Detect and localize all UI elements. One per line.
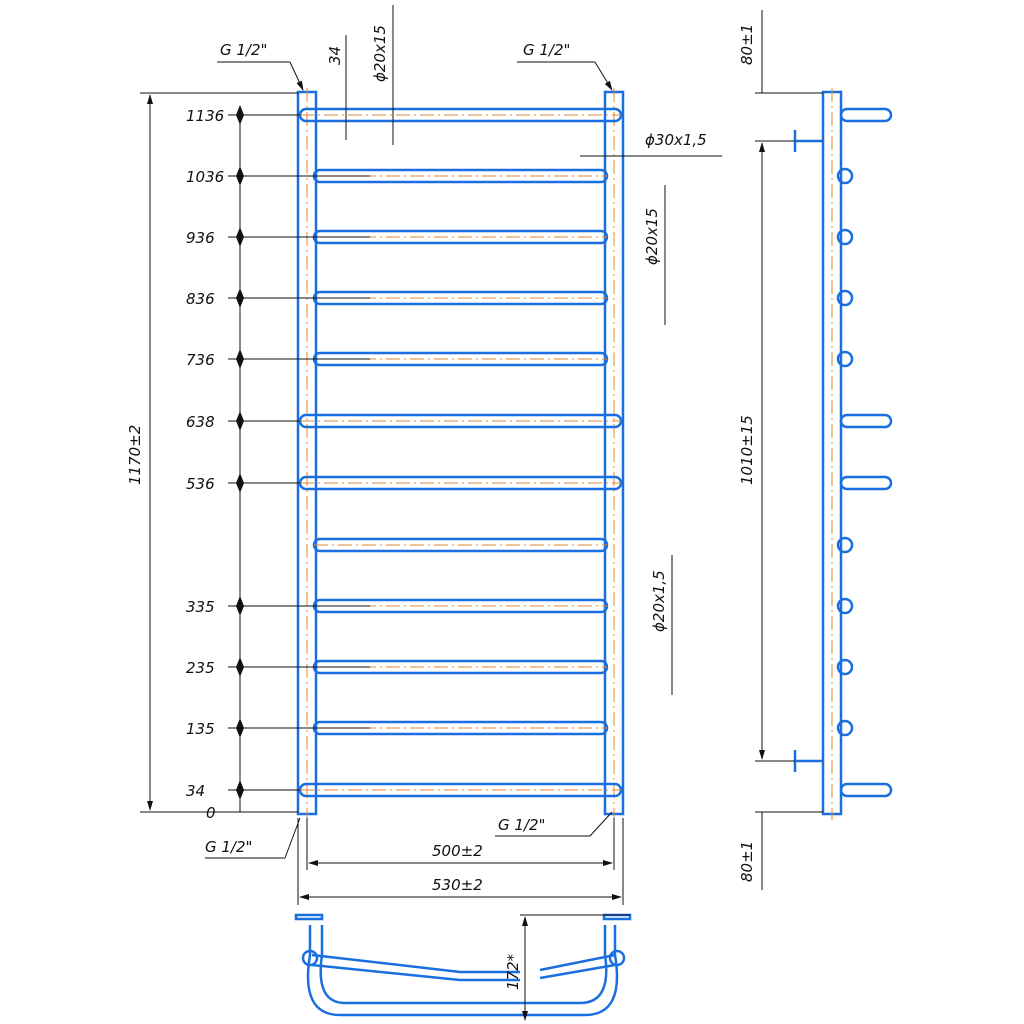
side-rung-section	[836, 350, 854, 368]
side-rung-section	[836, 536, 854, 554]
rung-height-label: 335	[186, 598, 215, 616]
side-rung-section	[836, 167, 854, 185]
riser-diameter-label: ϕ30x1,5	[645, 131, 707, 149]
side-rung-section	[836, 719, 854, 737]
side-rung	[839, 475, 893, 491]
thread-label-top-right: G 1/2"	[523, 41, 570, 59]
rung-diameter-mid-label: ϕ20x15	[643, 208, 661, 265]
front-view: 1136 1036 936 836 736 638 536 335 235 135 34 1170±…	[126, 5, 722, 905]
top-view: 172*	[294, 913, 632, 1021]
side-bottom-offset-label: 80±1	[738, 841, 756, 882]
side-rung-section	[836, 597, 854, 615]
rung-height-label: 638	[186, 413, 215, 431]
rung-height-label: 736	[186, 351, 215, 369]
rung-height-label: 536	[186, 475, 215, 493]
thread-label-top-left: G 1/2"	[220, 41, 267, 59]
side-height-label: 1010±15	[738, 415, 756, 485]
rung-height-label: 1036	[186, 168, 224, 186]
side-rung-section	[836, 658, 854, 676]
rung-height-label: 34	[186, 782, 205, 800]
side-rung	[839, 782, 893, 798]
rung-height-label: 836	[186, 290, 215, 308]
rung-height-label: 936	[186, 229, 215, 247]
overall-width-label: 530±2	[432, 876, 483, 894]
rung-diameter-top-label: ϕ20x15	[371, 25, 389, 82]
rung-height-label: 1136	[186, 107, 224, 125]
side-rung	[839, 413, 893, 429]
side-top-offset-label: 80±1	[738, 24, 756, 65]
center-distance-label: 500±2	[432, 842, 483, 860]
side-view: 80±1 1010±15 80±1	[738, 10, 893, 890]
side-rung-section	[836, 289, 854, 307]
side-rung-section	[836, 228, 854, 246]
depth-label: 172*	[504, 953, 522, 990]
overall-height-label: 1170±2	[126, 425, 144, 485]
rung-diameter-low-label: ϕ20x1,5	[650, 570, 668, 632]
thread-label-bottom-right: G 1/2"	[498, 816, 545, 834]
thread-label-bottom-left: G 1/2"	[205, 838, 252, 856]
rung-height-label: 235	[186, 659, 215, 677]
zero-label: 0	[206, 804, 216, 822]
side-rung	[839, 107, 893, 123]
rung-height-label: 135	[186, 720, 215, 738]
top-offset-label: 34	[326, 46, 344, 65]
